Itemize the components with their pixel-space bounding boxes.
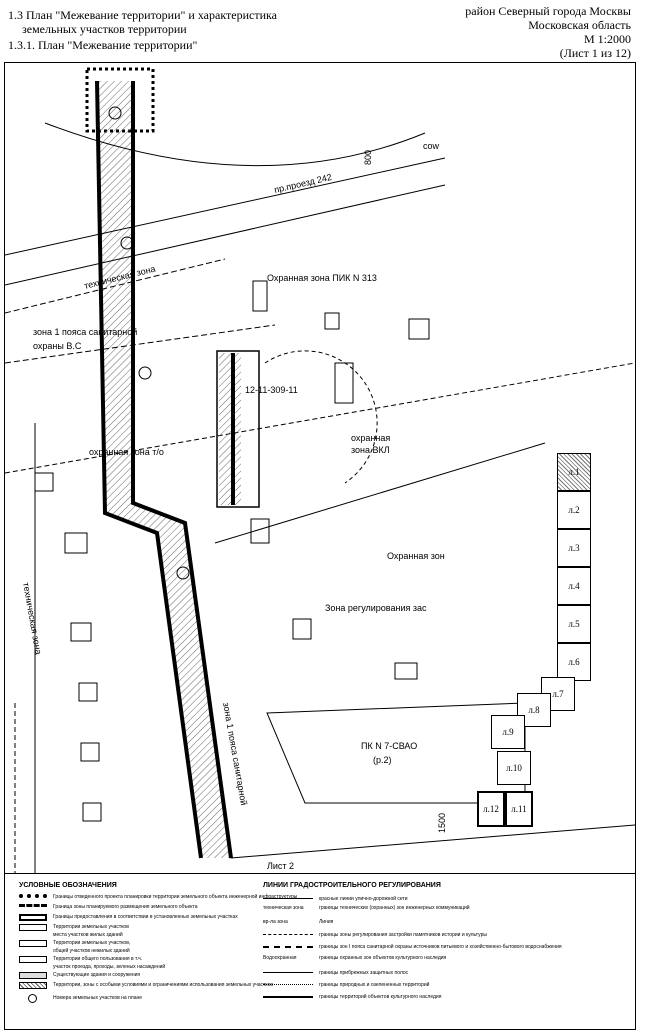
- protect-zone-label-2: зона ВКЛ: [351, 445, 390, 455]
- dimension-top: 800: [363, 150, 373, 165]
- legend-left-item: общей участков нежилых зданий: [53, 948, 130, 954]
- title-line-1: 1.3 План "Межевание территории" и характ…: [8, 8, 277, 22]
- plot-number-marker: [108, 106, 122, 120]
- sheet-label: (Лист 1 из 12): [559, 46, 631, 60]
- sheet-index-3[interactable]: л.3: [557, 529, 591, 567]
- road-line-1: [4, 157, 446, 256]
- building: [78, 682, 98, 702]
- sheet-index-4[interactable]: л.4: [557, 567, 591, 605]
- zone1-label-2: охраны В.С: [33, 341, 82, 351]
- sheet-boundary: [230, 824, 636, 859]
- plot-number-marker: [120, 236, 134, 250]
- pk-area: [266, 702, 526, 804]
- legend-left-item: Территории общего пользования в т.ч.: [19, 956, 142, 963]
- corridor-left-edge: [95, 80, 203, 859]
- legend-right-item: границы природных и озелененных территор…: [263, 980, 429, 991]
- building: [292, 618, 312, 640]
- building: [34, 472, 54, 492]
- tech-line: [4, 258, 226, 314]
- district-label: район Северный города Москвы: [465, 4, 631, 18]
- zone1-vertical-label: зона 1 пояса санитарной: [221, 702, 249, 806]
- plot-hatch: [219, 353, 241, 505]
- map-panel: пр.проезд 242 техническая зона Охранная …: [4, 62, 636, 874]
- building: [334, 362, 354, 404]
- subtitle: 1.3.1. План "Межевание территории": [8, 38, 198, 52]
- legend-right-item: границы зоны регулирования застройки пам…: [263, 930, 487, 941]
- zone1-label: зона 1 пояса санитарной: [33, 327, 137, 337]
- sheet2-label: Лист 2: [267, 861, 294, 871]
- sheet-index-5[interactable]: л.5: [557, 605, 591, 643]
- hatched-corridor: [97, 81, 231, 858]
- tech-zone-vertical-label: техническая зона: [21, 582, 44, 656]
- legend-left-item: Номера земельных участков на плане: [19, 994, 142, 1003]
- legend-left-item: Территории земельных участков: [19, 924, 129, 931]
- road-line-2: [4, 184, 446, 286]
- sheet-index-11[interactable]: л.11: [505, 791, 533, 827]
- legend-left-item: Территории земельных участков,: [19, 940, 130, 947]
- building: [80, 742, 100, 762]
- sheet-index-2[interactable]: л.2: [557, 491, 591, 529]
- pk-sub-label: (р.2): [373, 755, 392, 765]
- protect-right-label: Охранная зон: [387, 551, 445, 561]
- legend-left-item: Границы отведенного проекта планировки т…: [19, 894, 297, 901]
- pk-label: ПК N 7-СВАО: [361, 741, 417, 751]
- protect-pik-label: Охранная зона ПИК N 313: [267, 273, 377, 283]
- legend-left-item: Территории, зоны с особыми условиями и о…: [19, 982, 273, 989]
- protect-line: [4, 362, 636, 474]
- curve-line: [44, 122, 426, 167]
- sheet-index-1[interactable]: л.1: [557, 453, 591, 491]
- tech-line-2: [4, 324, 276, 364]
- plot-boundary: [216, 350, 260, 508]
- protect-zone-left-label: охранная зона т/о: [89, 447, 164, 457]
- legend-left-item: Граница зоны планируемого размещения зем…: [19, 904, 198, 911]
- legend-left-item: Существующие здания и сооружения: [19, 972, 140, 979]
- plot-number-marker: [138, 366, 152, 380]
- regulation-zone-label: Зона регулирования зас: [325, 603, 427, 613]
- sheet-index-10[interactable]: л.10: [497, 751, 531, 785]
- legend-right-title: ЛИНИИ ГРАДОСТРОИТЕЛЬНОГО РЕГУЛИРОВАНИЯ: [263, 882, 441, 889]
- building: [252, 280, 268, 312]
- top-right-label: cow: [423, 141, 440, 151]
- building: [70, 622, 92, 642]
- sheet-index-12[interactable]: л.12: [477, 791, 505, 827]
- dimension-bottom: 1500: [437, 813, 447, 833]
- legend-right-item: границы территорий объектов культурного …: [263, 992, 441, 1003]
- building: [324, 312, 340, 330]
- region-label: Московская область: [528, 18, 631, 32]
- legend-right-item: границы зон I пояса санитарной охраны ис…: [263, 942, 562, 953]
- legend-left-title: УСЛОВНЫЕ ОБОЗНАЧЕНИЯ: [19, 882, 117, 889]
- building: [82, 802, 102, 822]
- map-drawing: пр.проезд 242 техническая зона Охранная …: [4, 67, 636, 873]
- legend-left-item: Границы предоставления в соответствии в …: [19, 914, 238, 921]
- project-boundary-top: [85, 67, 155, 133]
- scale-label: М 1:2000: [583, 32, 631, 46]
- corridor-right-edge: [131, 81, 233, 859]
- building: [64, 532, 88, 554]
- building: [394, 662, 418, 680]
- protect-circle: [264, 350, 378, 484]
- cadastral-label: 12-11-309-11: [245, 385, 298, 395]
- sheet-index-9[interactable]: л.9: [491, 715, 525, 749]
- sheet-index-6[interactable]: л.6: [557, 643, 591, 681]
- boundary-line: [214, 442, 546, 544]
- plot-number-marker: [176, 566, 190, 580]
- legend-left-item: места участков жилых зданий: [53, 932, 123, 938]
- building: [250, 518, 270, 544]
- legend-left-item: участок проезда, проходы, зеленых насажд…: [53, 964, 166, 970]
- road-label: пр.проезд 242: [273, 172, 333, 195]
- building: [408, 318, 430, 340]
- legend-right-item: границы прибрежных защитных полос: [263, 968, 408, 979]
- legend-right-item: красные линии улично-дорожной сети: [263, 894, 408, 905]
- legend-panel: УСЛОВНЫЕ ОБОЗНАЧЕНИЯ ЛИНИИ ГРАДОСТРОИТЕЛ…: [4, 874, 636, 1030]
- title-line-2: земельных участков территории: [22, 22, 187, 36]
- protect-zone-label: охранная: [351, 433, 390, 443]
